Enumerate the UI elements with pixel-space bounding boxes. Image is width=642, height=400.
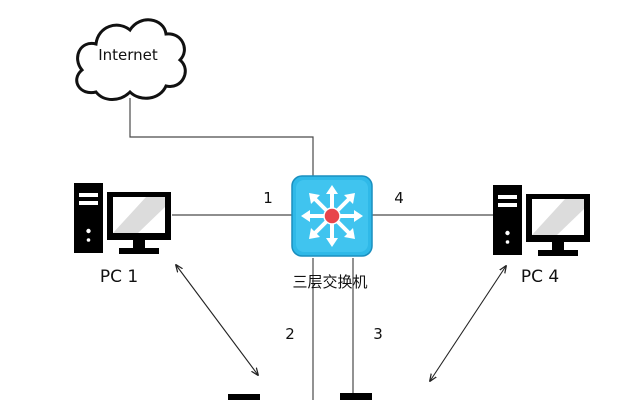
bottom-left-device <box>228 394 260 400</box>
pc4-label: PC 4 <box>521 267 559 287</box>
desktop-computer-icon <box>228 394 260 400</box>
port-label-4: 4 <box>394 189 404 207</box>
layer3-switch-icon <box>291 175 373 257</box>
pc4-node[interactable]: PC 4 <box>493 185 590 287</box>
pc1-label: PC 1 <box>100 267 138 287</box>
desktop-computer-icon <box>340 393 372 400</box>
double-arrow-left <box>176 265 258 375</box>
port-label-3: 3 <box>373 325 383 343</box>
cloud-icon <box>75 18 187 101</box>
internet-node: Internet <box>75 18 187 101</box>
switch-node[interactable]: 三层交换机 <box>291 175 373 291</box>
switch-label: 三层交换机 <box>292 273 367 291</box>
pc1-node[interactable]: PC 1 <box>74 183 171 287</box>
desktop-computer-icon <box>74 183 171 254</box>
bottom-right-device <box>340 393 372 400</box>
port-label-2: 2 <box>285 325 295 343</box>
double-arrow-right <box>430 266 506 381</box>
link-internet-switch <box>129 98 314 178</box>
desktop-computer-icon <box>493 185 590 256</box>
port-label-1: 1 <box>263 189 273 207</box>
links <box>129 98 494 400</box>
internet-label: Internet <box>98 46 158 64</box>
